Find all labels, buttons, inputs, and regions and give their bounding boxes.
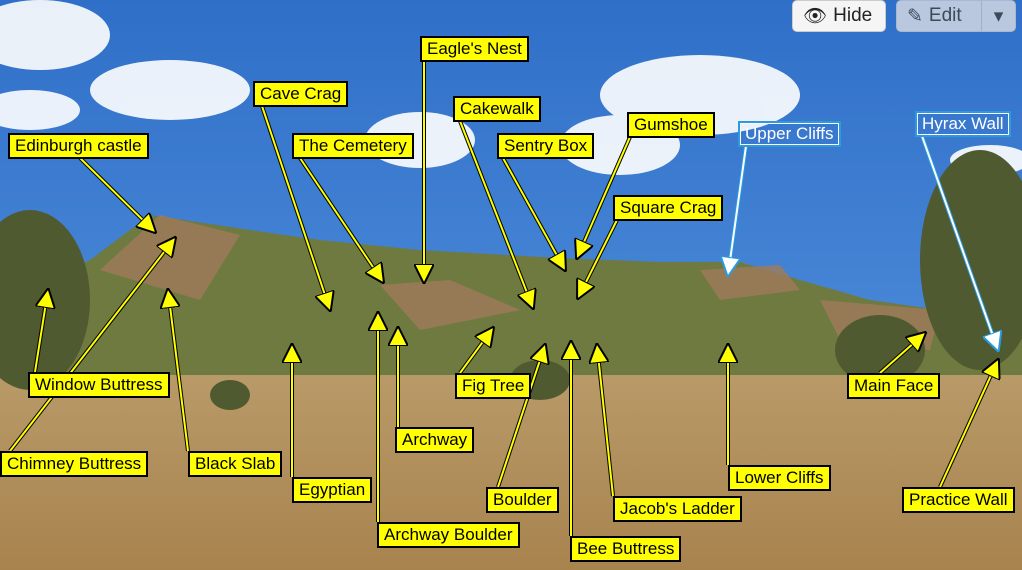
annotation-label: Black Slab [188,451,283,477]
annotation-label: Sentry Box [497,133,595,159]
annotation-label: Egyptian [292,477,373,503]
annotation-label: Cakewalk [453,96,541,122]
annotation-label: Lower Cliffs [728,465,831,491]
eye-icon: 👁 [803,6,828,27]
hide-label: Hide [833,5,873,26]
annotation-label: Archway [395,427,475,453]
annotation-label: Hyrax Wall [915,111,1011,137]
annotation-label: Practice Wall [902,487,1015,513]
annotation-label: Edinburgh castle [8,133,149,159]
annotation-label: The Cemetery [292,133,414,159]
annotation-label: Jacob's Ladder [613,496,742,522]
annotation-label: Archway Boulder [377,522,520,548]
edit-label: Edit [928,5,962,26]
annotation-label: Fig Tree [455,373,532,399]
annotation-label: Eagle's Nest [420,36,529,62]
annotation-label: Main Face [847,373,941,399]
edit-button[interactable]: ✎ Edit ▾ [896,0,1016,32]
annotation-label: Square Crag [613,195,724,221]
hide-button[interactable]: 👁 Hide [792,0,886,32]
annotation-label: Upper Cliffs [738,121,841,147]
pencil-icon: ✎ [907,5,923,27]
annotation-label: Window Buttress [28,372,170,398]
annotation-label: Chimney Buttress [0,451,149,477]
annotation-label: Bee Buttress [570,536,682,562]
annotation-label: Cave Crag [253,81,349,107]
edit-dropdown-caret-icon[interactable]: ▾ [981,1,1015,31]
annotation-label: Boulder [486,487,559,513]
annotation-label: Gumshoe [627,112,715,138]
